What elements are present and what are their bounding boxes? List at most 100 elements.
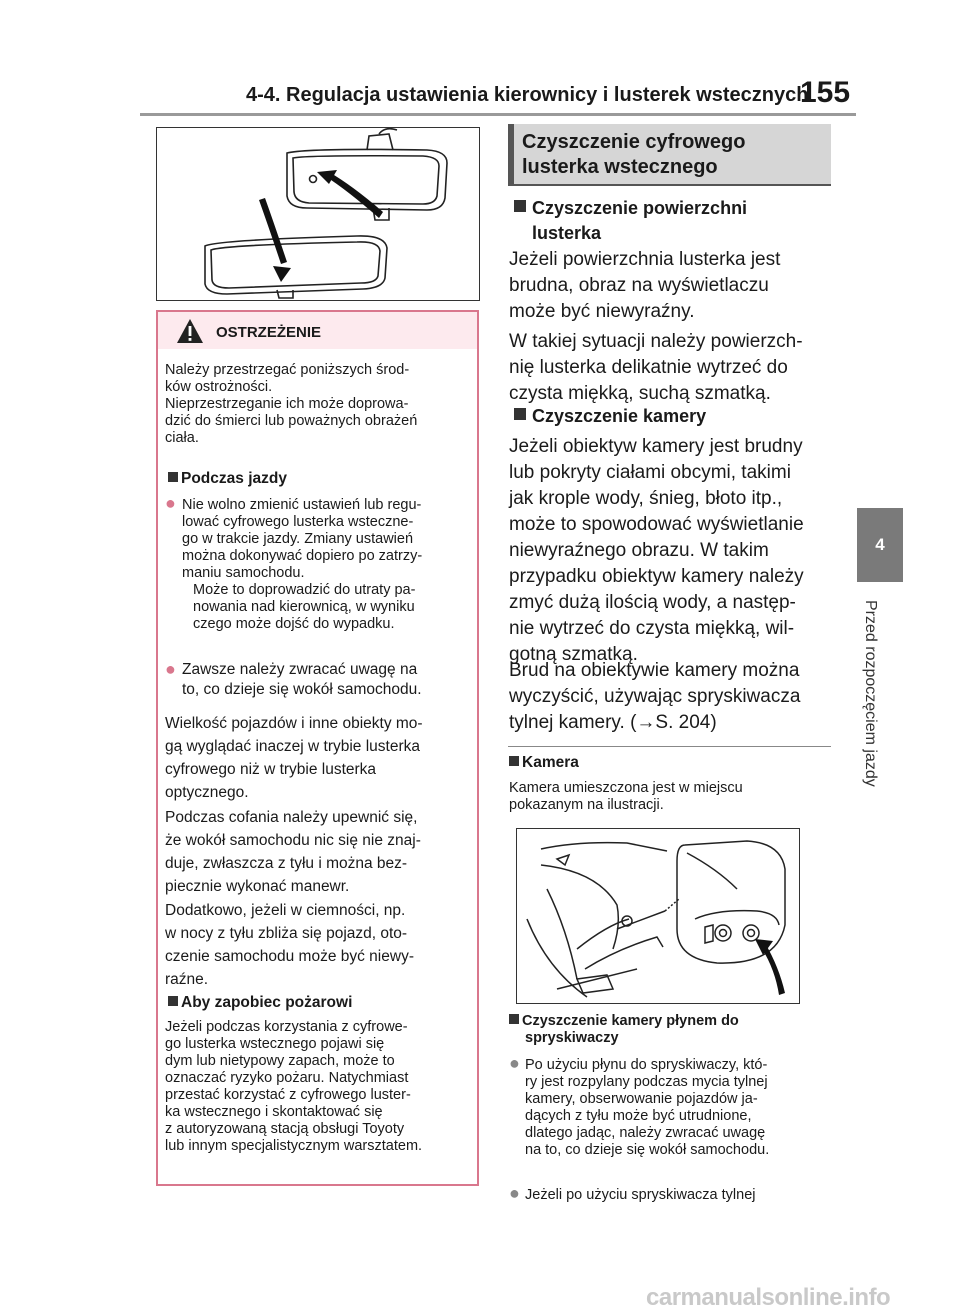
text-line: pokazanym na ilustracji. (509, 797, 664, 813)
page-number: 155 (800, 76, 851, 109)
square-bullet-icon (509, 1014, 519, 1024)
warning-para-4: Jeżeli podczas korzystania z cyfrowe- go… (165, 1019, 422, 1155)
warning-para-3: Dodatkowo, jeżeli w ciemności, np. w noc… (165, 899, 414, 991)
text-line: go lusterka wstecznego pojawi się (165, 1036, 385, 1052)
text-line: że wokół samochodu nic się nie znaj- (165, 832, 421, 849)
text-line: dących z tyłu może być utrudnione, (525, 1108, 752, 1124)
text-line: przypadku obiektyw kamery należy (509, 566, 804, 587)
text-line: Dodatkowo, jeżeli w ciemności, np. (165, 902, 406, 919)
text-line: lub innym specjalistycznym warsztatem. (165, 1138, 423, 1154)
round-bullet-icon: ● (165, 493, 176, 513)
header-rule (140, 113, 856, 116)
note-washer-bullet-2: ● Jeżeli po użyciu spryskiwacza tylnej (509, 1183, 756, 1204)
section-heading-bg (508, 124, 831, 184)
para-camera-washer: Brud na obiektywie kamery można wyczyści… (509, 658, 800, 736)
warning-sub-driving: Podczas jazdy (168, 470, 287, 487)
text-line: Kamera (522, 754, 579, 771)
warning-para-1: Wielkość pojazdów i inne obiekty mo- gą … (165, 712, 423, 804)
text-line: zmyć dużą ilością wody, a następ- (509, 592, 796, 613)
text-line: W takiej sytuacji należy powierzch- (509, 331, 803, 352)
page-reference-link[interactable]: tylnej kamery. (→S. 204) (509, 712, 717, 733)
text-line: przestać korzystać z cyfrowego luster- (165, 1087, 411, 1103)
text-line: kamery, obserwowanie pojazdów ja- (525, 1091, 758, 1107)
running-header-title: 4-4. Regulacja ustawienia kierownicy i l… (246, 84, 809, 106)
text-line: może być niewyraźny. (509, 301, 695, 322)
text-line: Brud na obiektywie kamery można (509, 660, 800, 681)
text-line: lusterka (532, 223, 602, 243)
text-line: z autoryzowaną stacją obsługi Toyoty (165, 1121, 405, 1137)
text-line: nię lusterka delikatnie wytrzeć do (509, 357, 788, 378)
mirror-drawing (204, 127, 448, 299)
text-line: gą wyglądać inaczej w trybie lusterka (165, 738, 421, 755)
watermark-logo: carmanualsonline.info (646, 1284, 891, 1311)
text-line: Zawsze należy zwracać uwagę na (182, 661, 418, 678)
round-bullet-icon: ● (165, 659, 176, 679)
round-bullet-icon: ● (509, 1183, 520, 1203)
text-line: optycznego. (165, 784, 249, 801)
chapter-tab: 4 (857, 508, 903, 582)
text-line: brudna, obraz na wyświetlaczu (509, 275, 769, 296)
subheading-camera-cleaning: Czyszczenie kamery (514, 404, 706, 429)
warning-intro: Należy przestrzegać poniższych środ- ków… (165, 362, 417, 447)
chapter-tab-label: Przed rozpoczęciem jazdy (862, 600, 879, 787)
square-bullet-icon (514, 200, 526, 212)
text-line: duje, zwłaszcza z tyłu i można bez- (165, 855, 408, 872)
text-line: można dokonywać dopiero po zatrzy- (182, 548, 423, 564)
text-line: go w trakcie jazdy. Zmiany ustawień (182, 531, 414, 547)
text-line: raźne. (165, 971, 209, 988)
text-line: czenie samochodu może być niewy- (165, 948, 414, 965)
text-line: nie wytrzeć do czysta miękką, wil- (509, 618, 795, 639)
warning-bullet-1: ● Nie wolno zmienić ustawień lub regu- l… (165, 493, 423, 633)
round-bullet-icon: ● (509, 1053, 520, 1073)
text-line: w nocy z tyłu zbliża się pojazd, oto- (165, 925, 408, 942)
warning-header (158, 312, 477, 349)
text-line: Jeżeli po użyciu spryskiwacza tylnej (525, 1187, 756, 1203)
warning-label: OSTRZEŻENIE (216, 324, 322, 341)
text-line: ciała. (165, 430, 199, 446)
text-line: cyfrowego niż w trybie lusterka (165, 761, 377, 778)
section-heading-bar (508, 124, 514, 184)
square-bullet-icon (509, 756, 519, 766)
text-line: nowania nad kierownicą, w wyniku (193, 599, 415, 615)
subheading-mirror-surface: Czyszczenie powierzchni lusterka (514, 196, 747, 246)
warning-para-2: Podczas cofania należy upewnić się, że w… (165, 806, 421, 898)
text-line: piecznie wykonać manewr. (165, 878, 350, 895)
warning-triangle-icon (176, 318, 204, 344)
text-line: Po użyciu płynu do spryskiwaczy, któ- (525, 1057, 768, 1073)
para-mirror-wipe: W takiej sytuacji należy powierzch- nię … (509, 329, 803, 407)
note-camera-text: Kamera umieszczona jest w miejscu pokaza… (509, 780, 743, 814)
text-line: dzić do śmierci lub poważnych obrażeń (165, 413, 418, 429)
text-line: dlatego jadąc, należy zwracać uwagę (525, 1125, 766, 1141)
mirror-illustration (156, 127, 480, 301)
text-line: to, co dzieje się wokół samochodu. (182, 681, 422, 698)
text-line: czego może dojść do wypadku. (193, 616, 395, 632)
text-line: Podczas cofania należy upewnić się, (165, 809, 418, 826)
text-line: czysta miękką, suchą szmatką. (509, 383, 771, 404)
text-line: Nie wolno zmienić ustawień lub regu- (182, 497, 422, 513)
chapter-tab-label-wrap: Przed rozpoczęciem jazdy (835, 600, 925, 787)
text-line: Wielkość pojazdów i inne obiekty mo- (165, 715, 423, 732)
text-line: na to, co dzieje się wokół samochodu. (525, 1142, 770, 1158)
para-mirror-dirty: Jeżeli powierzchnia lusterka jest brudna… (509, 247, 780, 325)
note-washer-heading: Czyszczenie kamery płynem do spryskiwacz… (509, 1013, 739, 1047)
text-line: jak krople wody, śnieg, błoto itp., (509, 488, 783, 509)
text-line: Jeżeli podczas korzystania z cyfrowe- (165, 1019, 408, 1035)
warning-bullet-2: ● Zawsze należy zwracać uwagę na to, co … (165, 659, 422, 700)
subheading-text: Aby zapobiec pożarowi (181, 994, 353, 1011)
text-line: Czyszczenie kamery płynem do (522, 1013, 739, 1029)
warning-sub-fire: Aby zapobiec pożarowi (168, 994, 352, 1011)
subheading-text: Podczas jazdy (181, 470, 287, 487)
square-bullet-icon (168, 996, 178, 1006)
chapter-number: 4 (875, 535, 885, 554)
text-line: Nieprzestrzeganie ich może doprowa- (165, 396, 409, 412)
text-line: lub pokryty ciałami obcymi, takimi (509, 462, 791, 483)
text-line: może to spowodować wyświetlanie (509, 514, 804, 535)
car-rear-drawing (526, 840, 786, 998)
text-line: gotną szmatką. (509, 644, 638, 665)
text-line: Należy przestrzegać poniższych środ- (165, 362, 410, 378)
section-title: Czyszczenie cyfrowego lusterka wsteczneg… (522, 130, 822, 180)
text-line: Czyszczenie cyfrowego (522, 131, 746, 153)
text-line: oznaczać ryzyko pożaru. Natychmiast (165, 1070, 409, 1086)
text-line: dym lub nietypowy zapach, może to (165, 1053, 395, 1069)
text-line: Jeżeli obiektyw kamery jest brudny (509, 436, 803, 457)
